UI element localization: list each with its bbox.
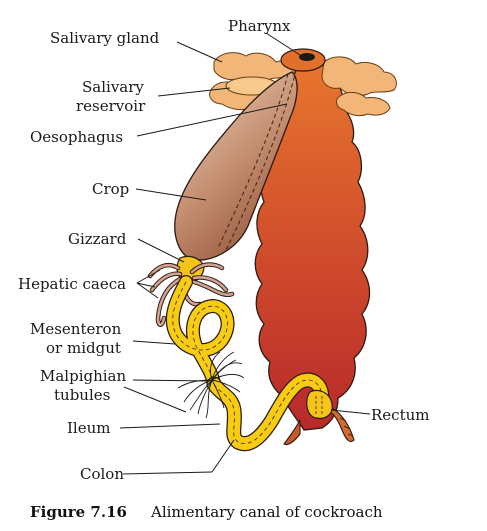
label-gizzard: Gizzard [68,230,127,248]
caption-text: Alimentary canal of cockroach [150,503,383,521]
midgut [165,275,235,391]
label-oesophagus: Oesophagus [30,128,123,146]
label-hepatic-caeca: Hepatic caeca [18,275,126,293]
leader-lines [119,32,371,475]
label-mesenteron-line2: or midgut [46,339,121,357]
label-salivary-gland: Salivary gland [50,29,160,47]
label-malpighian-line1: Malpighian [40,367,127,385]
salivary-gland-right [321,56,397,117]
label-ileum: Ileum [67,419,110,437]
label-crop: Crop [92,180,129,198]
right-cercus [329,407,355,443]
label-colon: Colon [80,465,124,483]
label-salivary-reservoir-line1: Salivary [82,78,144,96]
figure-caption: Figure 7.16 Alimentary canal of cockroac… [30,503,383,521]
oesophagus [225,69,297,251]
cockroach-body [254,59,371,431]
label-rectum: Rectum [371,406,429,424]
malpighian-tubules [177,351,245,419]
label-mesenteron-line1: Mesenteron [30,320,122,338]
caption-number: Figure 7.16 [30,503,127,521]
left-cercus [283,419,301,446]
label-pharynx: Pharynx [228,17,291,35]
ileum-colon [206,372,330,451]
rectum [306,389,333,419]
pharynx [299,53,315,61]
label-malpighian-line2: tubules [54,386,110,404]
label-salivary-reservoir-line2: reservoir [76,97,146,115]
